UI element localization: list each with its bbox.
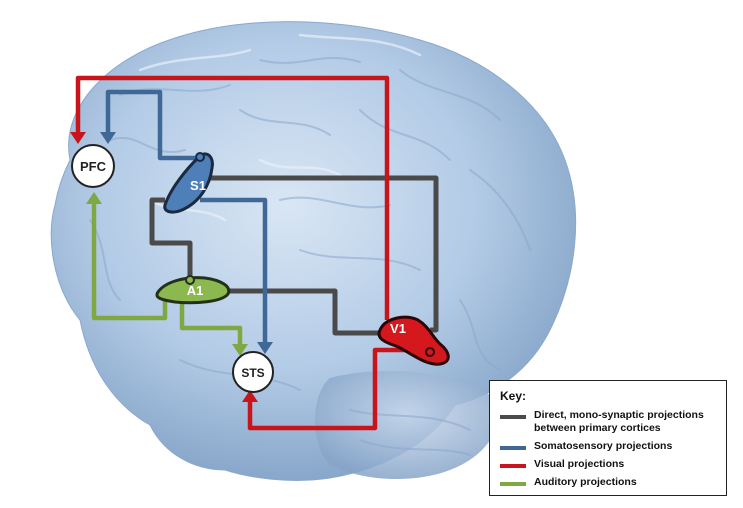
- legend-box: Key: Direct, mono-synaptic projections b…: [489, 380, 727, 496]
- auditory-projections: [91, 202, 243, 348]
- somato-line-s1-sts: [200, 197, 268, 345]
- legend-swatch-direct: [500, 415, 526, 419]
- legend-label-visual: Visual projections: [534, 458, 625, 470]
- a1-label: A1: [187, 283, 204, 298]
- sts-label: STS: [241, 366, 264, 380]
- visual-arrow-pfc: [70, 132, 86, 144]
- s1-connector-dot: [195, 152, 205, 162]
- node-s1: S1: [163, 152, 214, 214]
- s1-region-shape: [163, 152, 214, 214]
- visual-line-v1-pfc: [75, 75, 390, 320]
- pfc-label: PFC: [80, 159, 107, 174]
- somatosensory-projections: [105, 89, 268, 345]
- legend-item-auditory: Auditory projections: [500, 476, 718, 489]
- auditory-arrow-sts: [232, 344, 248, 356]
- legend-item-somatosensory: Somatosensory projections: [500, 440, 718, 453]
- legend-swatch-visual: [500, 464, 526, 468]
- auditory-arrow-pfc: [86, 192, 102, 204]
- v1-connector-dot: [425, 347, 435, 357]
- node-v1: V1: [377, 315, 450, 366]
- node-pfc: PFC: [71, 144, 115, 188]
- a1-connector-dot: [185, 275, 195, 285]
- auditory-line-a1-pfc: [91, 202, 168, 321]
- s1-label: S1: [190, 178, 206, 193]
- direct-projections: [149, 175, 439, 336]
- brain-illustration: [50, 21, 577, 481]
- legend-swatch-somatosensory: [500, 446, 526, 450]
- v1-label: V1: [390, 321, 406, 336]
- visual-arrow-sts: [242, 390, 258, 402]
- somato-arrow-pfc: [100, 132, 116, 144]
- brain-gyri: [89, 57, 531, 456]
- legend-label-direct: Direct, mono-synaptic projections betwee…: [534, 409, 704, 434]
- node-sts: STS: [232, 351, 274, 393]
- legend-item-visual: Visual projections: [500, 458, 718, 471]
- brain-sulci-highlights: [138, 33, 422, 222]
- direct-line-a1-v1: [225, 288, 385, 336]
- direct-line-s1-a1: [149, 197, 193, 282]
- legend-swatch-auditory: [500, 482, 526, 486]
- somato-arrow-sts: [257, 342, 273, 354]
- legend-label-auditory: Auditory projections: [534, 476, 637, 488]
- legend-title: Key:: [500, 389, 527, 403]
- visual-projections: [75, 75, 430, 431]
- direct-line-s1-v1: [205, 175, 439, 333]
- sts-circle: [232, 351, 274, 393]
- pfc-circle: [71, 144, 115, 188]
- brain-cerebellum: [315, 371, 498, 480]
- auditory-line-a1-sts: [179, 300, 243, 348]
- node-a1: A1: [155, 275, 231, 305]
- legend-item-direct: Direct, mono-synaptic projections betwee…: [500, 409, 718, 435]
- legend-label-somatosensory: Somatosensory projections: [534, 440, 673, 452]
- somato-line-s1-pfc: [105, 89, 195, 161]
- visual-line-v1-sts: [247, 347, 430, 431]
